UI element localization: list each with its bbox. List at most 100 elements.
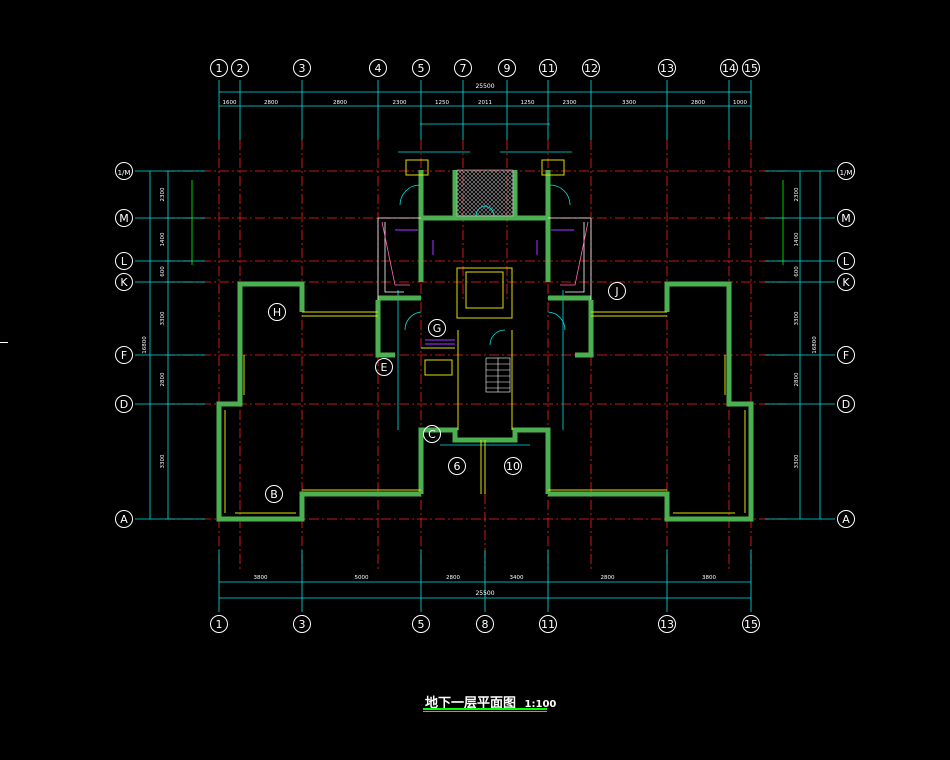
right-axis-K: K [842, 276, 850, 289]
bottom-axis-8: 8 [482, 618, 489, 631]
top-axis-14-bubble [720, 59, 738, 77]
top-axis-7: 7 [460, 62, 467, 75]
bottom-overall-dim: 25500 [475, 590, 494, 597]
right-overall-dim: 16800 [812, 336, 818, 354]
top-dim-4: 1250 [435, 100, 449, 106]
left-axis-F-bubble [115, 346, 133, 364]
bottom-axis-15-bubble [742, 615, 760, 633]
inner-axis-10-bubble [504, 457, 522, 475]
right-dim-4: 2800 [794, 372, 800, 386]
right-axis-A-bubble [837, 510, 855, 528]
bottom-dim-5: 3800 [702, 575, 716, 581]
right-dim-2: 600 [794, 266, 800, 277]
left-axis-A-bubble [115, 510, 133, 528]
level-marks [191, 180, 784, 265]
walls [216, 170, 754, 522]
dimension-lines [135, 80, 835, 612]
inner-axis-C-bubble [423, 425, 441, 443]
right-axis-1-M: 1/M [840, 169, 853, 177]
top-axis-1-bubble [210, 59, 228, 77]
inner-axis-J-bubble [608, 282, 626, 300]
top-dim-6: 1250 [521, 100, 535, 106]
right-dim-5: 3300 [794, 454, 800, 468]
top-axis-5-bubble [412, 59, 430, 77]
inner-axis-E: E [381, 361, 388, 374]
left-axis-L: L [121, 255, 128, 268]
left-axis-L-bubble [115, 252, 133, 270]
left-dim-3: 3300 [160, 311, 166, 325]
title-underline-thin [423, 711, 547, 712]
top-axis-14: 14 [722, 62, 736, 75]
left-axis-M: M [119, 212, 129, 225]
top-dim-8: 3300 [622, 100, 636, 106]
inner-axis-H-bubble [268, 303, 286, 321]
bottom-axis-11-bubble [539, 615, 557, 633]
drawing-title: 地下一层平面图 1:100 [425, 692, 556, 711]
right-axis-L: L [843, 255, 850, 268]
bay-windows [381, 221, 589, 286]
purple-elements [395, 229, 574, 345]
inner-axis-B: B [270, 488, 278, 501]
top-axis-3-bubble [293, 59, 311, 77]
top-axis-15-bubble [742, 59, 760, 77]
bottom-dim-4: 2800 [601, 575, 615, 581]
top-axis-12-bubble [582, 59, 600, 77]
wall-outlines [224, 159, 746, 514]
right-axis-K-bubble [837, 273, 855, 291]
right-axis-D-bubble [837, 395, 855, 413]
stair [485, 357, 511, 393]
bottom-axis-5: 5 [418, 618, 425, 631]
title-underline [423, 708, 547, 710]
top-dim-5: 2011 [478, 100, 492, 106]
inner-axis-E-bubble [375, 358, 393, 376]
door-swings [399, 184, 571, 346]
left-dim-1: 1400 [160, 232, 166, 246]
left-dim-2: 600 [160, 266, 166, 277]
top-axis-2: 2 [237, 62, 244, 75]
right-axis-L-bubble [837, 252, 855, 270]
top-axis-7-bubble [454, 59, 472, 77]
upper-outlines [377, 217, 592, 300]
bottom-axis-15: 15 [744, 618, 758, 631]
bottom-axis-8-bubble [476, 615, 494, 633]
left-dim-5: 3300 [160, 454, 166, 468]
right-axis-A: A [842, 513, 850, 526]
top-overall-dim: 25500 [475, 83, 494, 90]
inner-axis-C: C [428, 428, 436, 441]
bottom-dim-2: 2800 [446, 575, 460, 581]
top-dim-2: 2800 [333, 100, 347, 106]
top-axis-11-bubble [539, 59, 557, 77]
bottom-axis-3-bubble [293, 615, 311, 633]
inner-axis-J: J [614, 285, 618, 298]
inner-axis-G-bubble [428, 319, 446, 337]
bottom-axis-1-bubble [210, 615, 228, 633]
top-axis-9: 9 [504, 62, 511, 75]
top-axis-5: 5 [418, 62, 425, 75]
top-axis-13: 13 [660, 62, 674, 75]
right-axis-1-M-bubble [837, 162, 855, 180]
left-axis-1-M-bubble [115, 162, 133, 180]
inner-axis-B-bubble [265, 485, 283, 503]
top-axis-2-bubble [231, 59, 249, 77]
right-dim-3: 3300 [794, 311, 800, 325]
top-axis-11: 11 [541, 62, 555, 75]
bottom-dim-0: 3800 [254, 575, 268, 581]
top-axis-9-bubble [498, 59, 516, 77]
bottom-dim-1: 5000 [355, 575, 369, 581]
left-axis-K: K [120, 276, 128, 289]
inner-axis-6: 6 [454, 460, 461, 473]
left-axis-D-bubble [115, 395, 133, 413]
top-dim-1: 2800 [264, 100, 278, 106]
left-dim-0: 2300 [160, 187, 166, 201]
top-dim-0: 1600 [223, 100, 237, 106]
top-dim-7: 2300 [563, 100, 577, 106]
top-dim-3: 2300 [393, 100, 407, 106]
margin-tick [0, 342, 8, 343]
right-axis-D: D [842, 398, 850, 411]
top-dim-9: 2800 [691, 100, 705, 106]
top-axis-4-bubble [369, 59, 387, 77]
left-axis-D: D [120, 398, 128, 411]
bottom-axis-13: 13 [660, 618, 674, 631]
